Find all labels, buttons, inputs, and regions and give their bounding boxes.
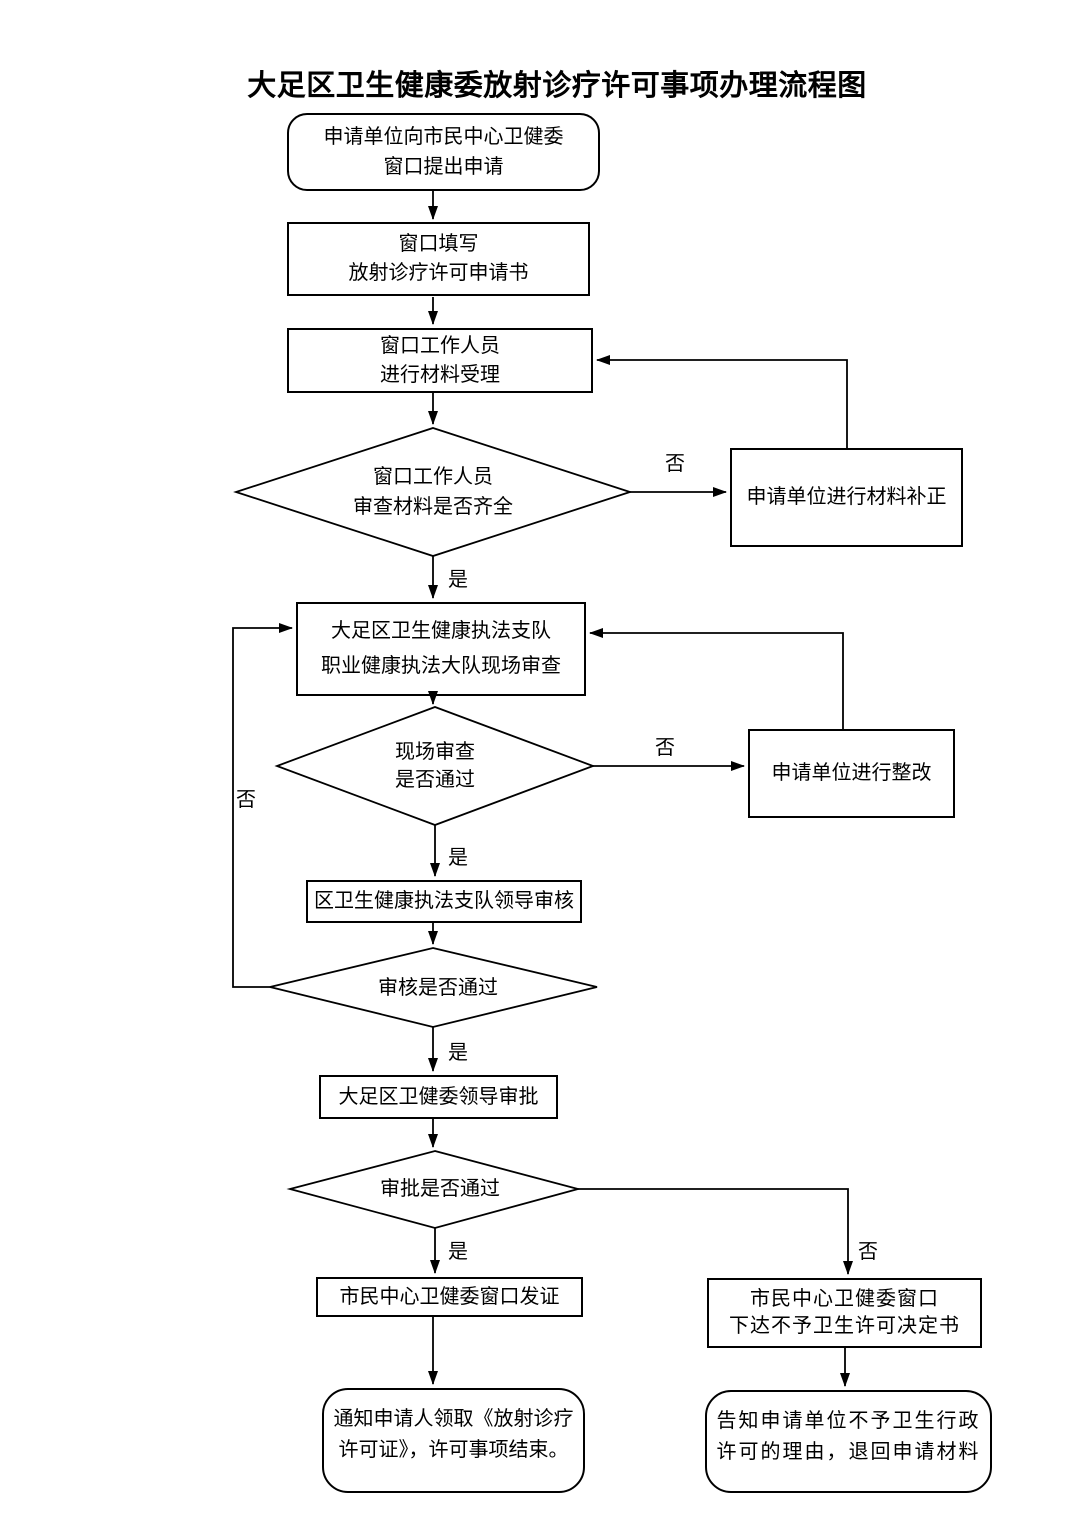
edge-label-no-3: 否 — [236, 789, 256, 811]
node-rectification-line-1: 申请单位进行整改 — [771, 762, 932, 784]
node-end-success-line-2: 许可证》，许可事项结束。 — [338, 1439, 569, 1461]
node-fill-form-line-1: 窗口填写 — [398, 233, 479, 255]
node-supplement-materials-line-1: 申请单位进行材料补正 — [746, 486, 947, 508]
edge-label-no-4: 否 — [858, 1241, 878, 1263]
decision-check-materials-line-2: 审查材料是否齐全 — [353, 496, 513, 518]
node-issue-license-line-1: 市民中心卫健委窗口发证 — [339, 1285, 560, 1308]
node-fill-form: 窗口填写 放射诊疗许可申请书 — [287, 222, 590, 296]
edge-label-yes-1: 是 — [448, 569, 468, 591]
node-end-deny: 告知申请单位不予卫生行政 许可的理由，退回申请材料 — [705, 1390, 992, 1493]
decision-onsite-pass-label: 现场审查 是否通过 — [325, 738, 545, 794]
connector-approval-no-to-deny — [578, 1188, 853, 1275]
edge-label-yes-4: 是 — [448, 1241, 468, 1263]
node-accept-materials: 窗口工作人员 进行材料受理 — [287, 328, 593, 393]
decision-onsite-pass-line-1: 现场审查 — [395, 741, 475, 763]
node-end-deny-line-2: 许可的理由，退回申请材料 — [716, 1441, 981, 1463]
node-leader-audit: 区卫生健康执法支队领导审核 — [306, 880, 582, 923]
node-leader-approval-line-1: 大足区卫健委领导审批 — [338, 1085, 539, 1108]
connector-rectification-back-to-onsite — [589, 628, 844, 729]
connector-supplement-back-to-accept — [596, 355, 848, 448]
decision-approval-pass-label: 审批是否通过 — [330, 1174, 550, 1204]
node-start-line-1: 申请单位向市民中心卫健委 — [323, 126, 564, 148]
node-start: 申请单位向市民中心卫健委 窗口提出申请 — [287, 113, 600, 191]
decision-check-materials-label: 窗口工作人员 审查材料是否齐全 — [323, 462, 543, 522]
node-onsite-review-line-2: 职业健康执法大队现场审查 — [321, 655, 561, 677]
node-end-success: 通知申请人领取《放射诊疗 许可证》，许可事项结束。 — [322, 1388, 585, 1493]
node-issue-license: 市民中心卫健委窗口发证 — [316, 1277, 583, 1317]
node-onsite-review: 大足区卫生健康执法支队 职业健康执法大队现场审查 — [296, 602, 586, 696]
node-deny-decision-line-1: 市民中心卫健委窗口 — [750, 1288, 939, 1310]
edge-label-no-1: 否 — [665, 453, 685, 475]
edge-label-no-2: 否 — [655, 737, 675, 759]
node-fill-form-line-2: 放射诊疗许可申请书 — [348, 262, 529, 284]
node-leader-audit-line-1: 区卫生健康执法支队领导审核 — [314, 890, 574, 912]
node-start-line-2: 窗口提出申请 — [383, 156, 504, 178]
node-onsite-review-line-1: 大足区卫生健康执法支队 — [331, 620, 551, 642]
node-rectification: 申请单位进行整改 — [748, 729, 955, 818]
node-supplement-materials: 申请单位进行材料补正 — [730, 448, 963, 547]
node-deny-decision-line-2: 下达不予卫生许可决定书 — [729, 1315, 960, 1337]
decision-check-materials-line-1: 窗口工作人员 — [373, 466, 493, 488]
decision-approval-pass-line-1: 审批是否通过 — [380, 1178, 500, 1200]
node-end-deny-line-1: 告知申请单位不予卫生行政 — [716, 1410, 981, 1432]
node-leader-approval: 大足区卫健委领导审批 — [319, 1075, 558, 1119]
node-accept-materials-line-1: 窗口工作人员 — [380, 334, 500, 357]
node-deny-decision: 市民中心卫健委窗口 下达不予卫生许可决定书 — [707, 1278, 982, 1348]
edge-label-yes-2: 是 — [448, 847, 468, 869]
node-accept-materials-line-2: 进行材料受理 — [380, 363, 500, 386]
decision-onsite-pass-line-2: 是否通过 — [395, 769, 475, 791]
edge-label-yes-3: 是 — [448, 1042, 468, 1064]
decision-audit-pass-label: 审核是否通过 — [328, 973, 548, 1003]
decision-audit-pass-line-1: 审核是否通过 — [378, 977, 498, 999]
page-title: 大足区卫生健康委放射诊疗许可事项办理流程图 — [247, 70, 867, 102]
node-end-success-line-1: 通知申请人领取《放射诊疗 — [333, 1408, 574, 1430]
